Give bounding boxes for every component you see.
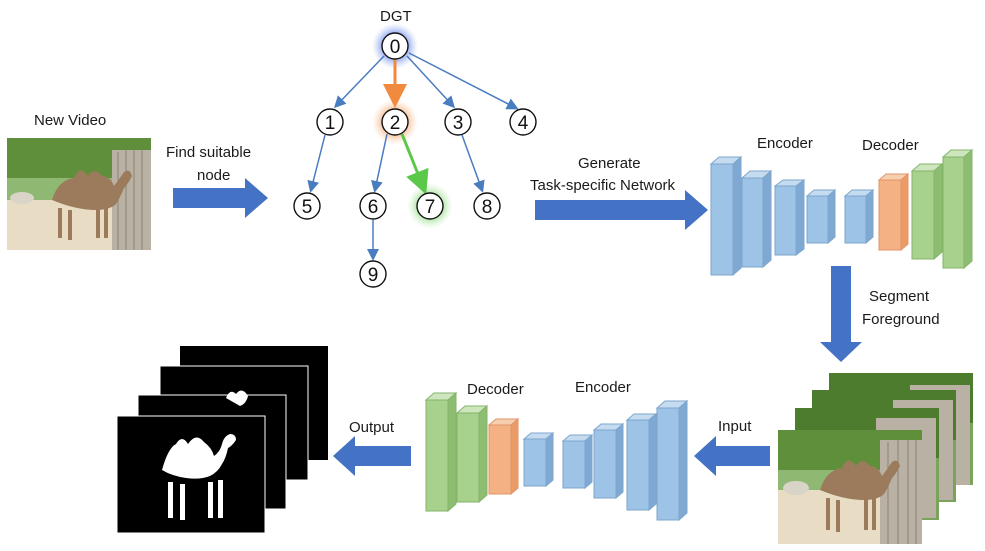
tree-edges xyxy=(307,52,519,261)
input-label: Input xyxy=(718,418,752,435)
node-8 xyxy=(473,192,501,220)
new-video-label: New Video xyxy=(34,112,107,129)
node-4-label: 4 xyxy=(518,113,529,134)
node-7 xyxy=(416,192,444,220)
mask-frame-front xyxy=(116,415,266,534)
top-decoder-block-orange xyxy=(877,172,910,252)
bottom-decoder-block-orange xyxy=(487,417,520,496)
top-encoder-block-1 xyxy=(709,155,743,277)
node-4 xyxy=(509,108,537,136)
camel-mask xyxy=(162,434,236,520)
generate-label-line-2: Task-specific Network xyxy=(530,177,676,194)
arrow-output xyxy=(333,436,411,476)
node-3 xyxy=(444,108,472,136)
arrow-generate xyxy=(535,190,708,230)
bottom-encoder-block-1 xyxy=(655,399,689,522)
top-decoder-label: Decoder xyxy=(862,137,919,154)
bottom-decoder-block-green-1 xyxy=(424,391,458,513)
camel-figure xyxy=(52,170,132,240)
generate-label-line-1: Generate xyxy=(578,155,641,172)
node-8-label: 8 xyxy=(482,197,493,218)
top-bottleneck-block xyxy=(843,188,875,245)
node-2-label: 2 xyxy=(390,113,401,134)
segment-label-line-2: Foreground xyxy=(862,311,940,328)
arrow-segment xyxy=(820,266,862,362)
bottom-encoder-label: Encoder xyxy=(575,379,631,396)
node-7-label: 7 xyxy=(425,197,436,218)
node-5 xyxy=(293,192,321,220)
arrow-find-node xyxy=(173,178,268,218)
top-decoder-block-green-1 xyxy=(910,162,944,261)
output-label: Output xyxy=(349,419,395,436)
input-frame-front xyxy=(778,430,922,544)
top-encoder-block-3 xyxy=(773,179,806,256)
find-node-label-line-2: node xyxy=(197,167,231,184)
input-video-stack xyxy=(778,373,973,544)
bottom-decoder-label: Decoder xyxy=(467,381,524,398)
edge-1-5 xyxy=(307,134,326,193)
node-3-label: 3 xyxy=(453,113,464,134)
new-video-frame xyxy=(7,138,151,250)
edge-2-6 xyxy=(371,133,388,193)
bottom-encoder-block-2 xyxy=(625,412,658,512)
arrow-input xyxy=(694,436,770,476)
bottom-encoder-block-3 xyxy=(592,422,625,500)
node-0-label: 0 xyxy=(390,37,401,58)
node-1 xyxy=(316,108,344,136)
segment-label-line-1: Segment xyxy=(869,288,930,305)
node-1-label: 1 xyxy=(325,113,336,134)
node-9-label: 9 xyxy=(368,265,379,286)
top-decoder-block-green-2 xyxy=(941,148,974,270)
edge-3-8 xyxy=(461,134,485,193)
node-6 xyxy=(359,192,387,220)
bottom-network xyxy=(424,391,689,522)
tree-nodes xyxy=(293,32,537,288)
edge-0-1 xyxy=(333,55,385,109)
node-2 xyxy=(381,108,409,136)
top-encoder-block-4 xyxy=(805,188,837,245)
node-0 xyxy=(381,32,409,60)
node-5-label: 5 xyxy=(302,197,313,218)
edge-0-3 xyxy=(406,55,456,109)
node-6-label: 6 xyxy=(368,197,379,218)
bottom-decoder-block-green-2 xyxy=(455,404,489,504)
dgt-title: DGT xyxy=(380,8,412,25)
output-mask-stack xyxy=(116,346,328,534)
edge-0-4 xyxy=(408,52,519,110)
top-network xyxy=(709,148,974,277)
edge-2-7 xyxy=(400,133,429,195)
top-encoder-label: Encoder xyxy=(757,135,813,152)
top-encoder-block-2 xyxy=(740,169,773,269)
node-9 xyxy=(359,260,387,288)
find-node-label-line-1: Find suitable xyxy=(166,144,252,161)
bottom-encoder-block-4 xyxy=(561,433,594,490)
bottom-bottleneck-block xyxy=(522,431,555,488)
